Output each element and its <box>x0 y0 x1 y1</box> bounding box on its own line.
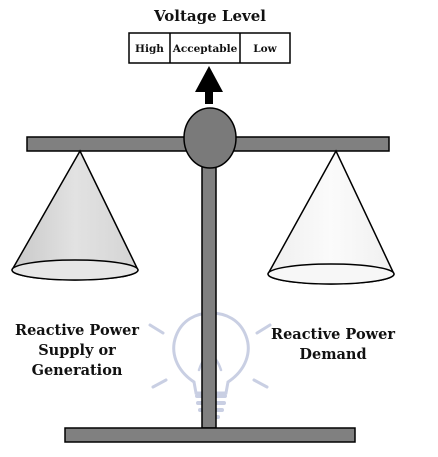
scale-pivot <box>183 107 237 169</box>
indicator-low-label: Low <box>253 43 277 55</box>
demand-label: Reactive Power Demand <box>271 326 395 363</box>
indicator-acceptable-label: Acceptable <box>172 43 238 55</box>
scale-base <box>64 427 356 443</box>
demand-label-line: Reactive Power <box>271 326 395 343</box>
left-pan-cone <box>11 149 139 281</box>
voltage-indicator-frame <box>128 32 291 64</box>
indicator-high-label: High <box>135 43 164 55</box>
diagram-title: Voltage Level <box>153 7 266 25</box>
right-pan-cone <box>267 149 395 285</box>
arrow-up-icon <box>195 66 223 104</box>
demand-label-line: Demand <box>299 346 366 363</box>
scale-stand <box>201 159 217 429</box>
supply-label-line: Generation <box>32 362 123 379</box>
supply-label-line: Supply or <box>38 342 116 359</box>
supply-label: Reactive Power Supply or Generation <box>15 322 139 379</box>
supply-label-line: Reactive Power <box>15 322 139 339</box>
voltage-indicator: High Acceptable Low <box>128 32 291 64</box>
